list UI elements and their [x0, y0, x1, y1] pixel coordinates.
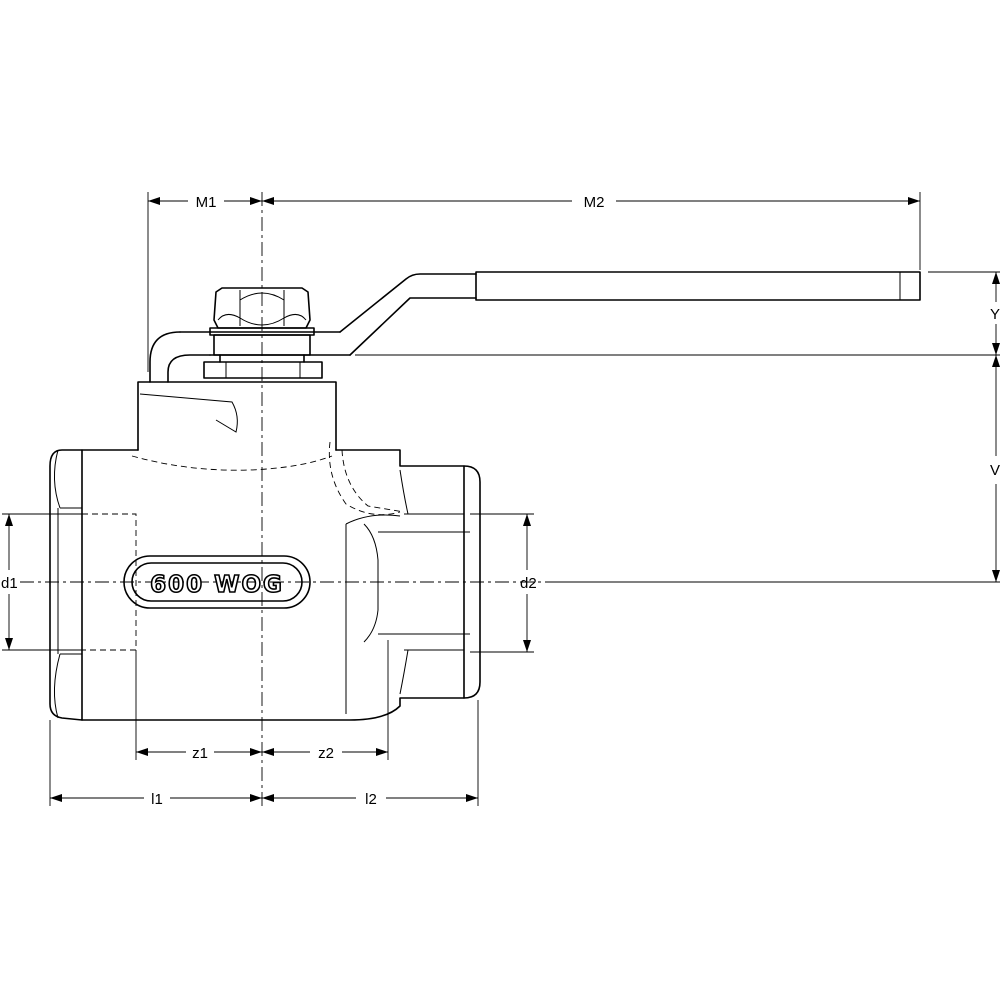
dimension-d2: d2 [470, 513, 537, 653]
center-lines [20, 192, 560, 808]
stem-nut [203, 287, 323, 379]
wog-nameplate: 600 WOG [123, 555, 311, 609]
dimension-d1: d1 [1, 513, 82, 651]
d1-label: d1 [1, 575, 18, 592]
y-label: Y [990, 306, 1000, 323]
m2-label: M2 [584, 194, 605, 211]
dimension-m1: M1 [147, 192, 262, 372]
dimension-l: l1 l2 [49, 700, 479, 808]
v-label: V [990, 462, 1000, 479]
z1-label: z1 [192, 745, 208, 762]
dimension-y: Y [355, 271, 1000, 356]
d2-label: d2 [520, 575, 537, 592]
dimension-m2: M2 [262, 192, 921, 270]
l2-label: l2 [365, 791, 377, 808]
dimension-v: V [556, 355, 1000, 583]
m1-label: M1 [196, 194, 217, 211]
z2-label: z2 [318, 745, 334, 762]
valve-body [49, 381, 481, 721]
body-marking: 600 WOG [150, 572, 284, 598]
dimension-z: z1 z2 [135, 640, 389, 762]
lever-handle [149, 271, 921, 383]
l1-label: l1 [151, 791, 163, 808]
